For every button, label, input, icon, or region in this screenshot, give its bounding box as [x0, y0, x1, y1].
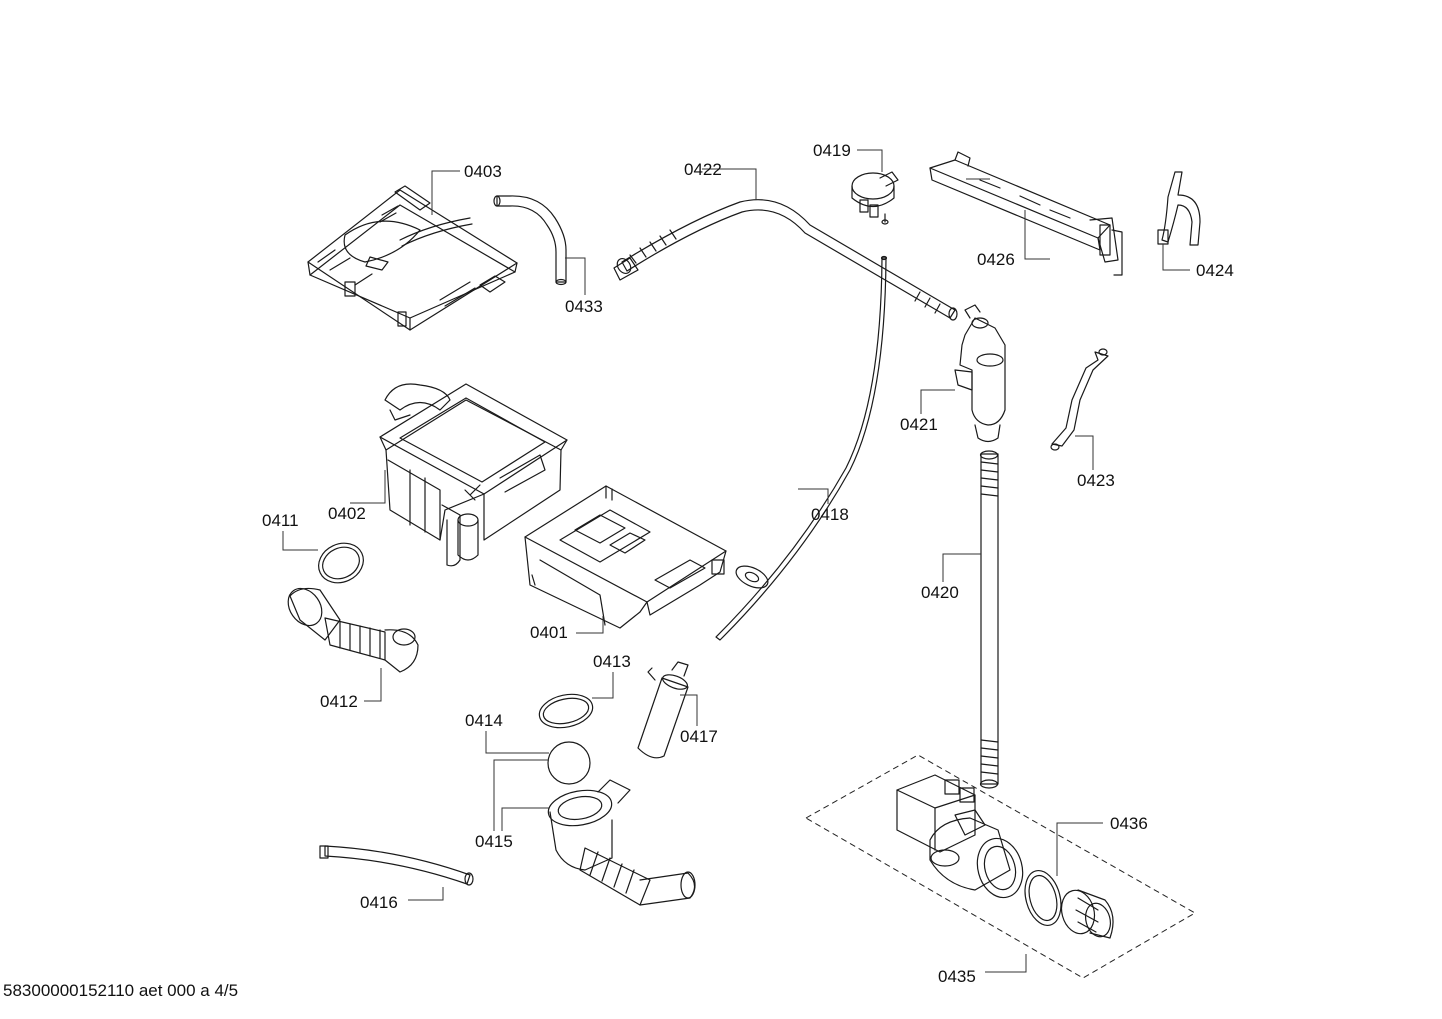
part-0426-rail [929, 151, 1123, 276]
label-0423: 0423 [1077, 471, 1115, 490]
part-0415-sump-hose [547, 779, 696, 906]
part-0436-filter [1024, 869, 1114, 939]
part-0412-bellows-hose [287, 587, 419, 673]
label-0415: 0415 [475, 832, 513, 851]
label-0433: 0433 [565, 297, 603, 316]
part-0403-drawer-cover [307, 185, 518, 331]
leader-lines [282, 149, 1190, 973]
label-0403: 0403 [464, 162, 502, 181]
label-0417: 0417 [680, 727, 718, 746]
label-0436: 0436 [1110, 814, 1148, 833]
part-0421-air-trap [954, 304, 1006, 443]
label-0422: 0422 [684, 160, 722, 179]
part-0401-detergent-drawer [524, 485, 727, 629]
label-0402: 0402 [328, 504, 366, 523]
label-0424: 0424 [1196, 261, 1234, 280]
label-0401: 0401 [530, 623, 568, 642]
part-0413-ring [538, 693, 594, 729]
part-0420-drain-hose [979, 450, 999, 789]
part-0414-ball [547, 741, 591, 785]
label-0426: 0426 [977, 250, 1015, 269]
part-0411-gasket-ring [318, 542, 364, 584]
part-0433-small-hose [493, 195, 567, 286]
label-0412: 0412 [320, 692, 358, 711]
part-0418-thin-tube [715, 255, 888, 641]
label-0419: 0419 [813, 141, 851, 160]
label-0413: 0413 [593, 652, 631, 671]
label-0421: 0421 [900, 415, 938, 434]
label-0418: 0418 [811, 505, 849, 524]
label-0416: 0416 [360, 893, 398, 912]
part-0417-rod [637, 661, 689, 759]
part-0424-fork-clip [1157, 171, 1201, 246]
label-0414: 0414 [465, 711, 503, 730]
part-0416-hose [319, 845, 474, 886]
pump-assembly-boundary [804, 754, 1197, 979]
part-0435-drain-pump [896, 774, 1024, 899]
part-0423-wire [1050, 348, 1109, 451]
part-0402-dispenser-housing [379, 383, 568, 567]
label-0435: 0435 [938, 967, 976, 986]
part-0422-long-hose [613, 199, 958, 321]
label-0411: 0411 [262, 511, 299, 530]
part-labels: 0403 0433 0422 0419 0426 0424 0421 0423 … [262, 141, 1234, 986]
label-0420: 0420 [921, 583, 959, 602]
document-footer-code: 58300000152110 aet 000 a 4/5 [3, 981, 239, 1000]
part-0419-pressure-switch [851, 171, 899, 225]
